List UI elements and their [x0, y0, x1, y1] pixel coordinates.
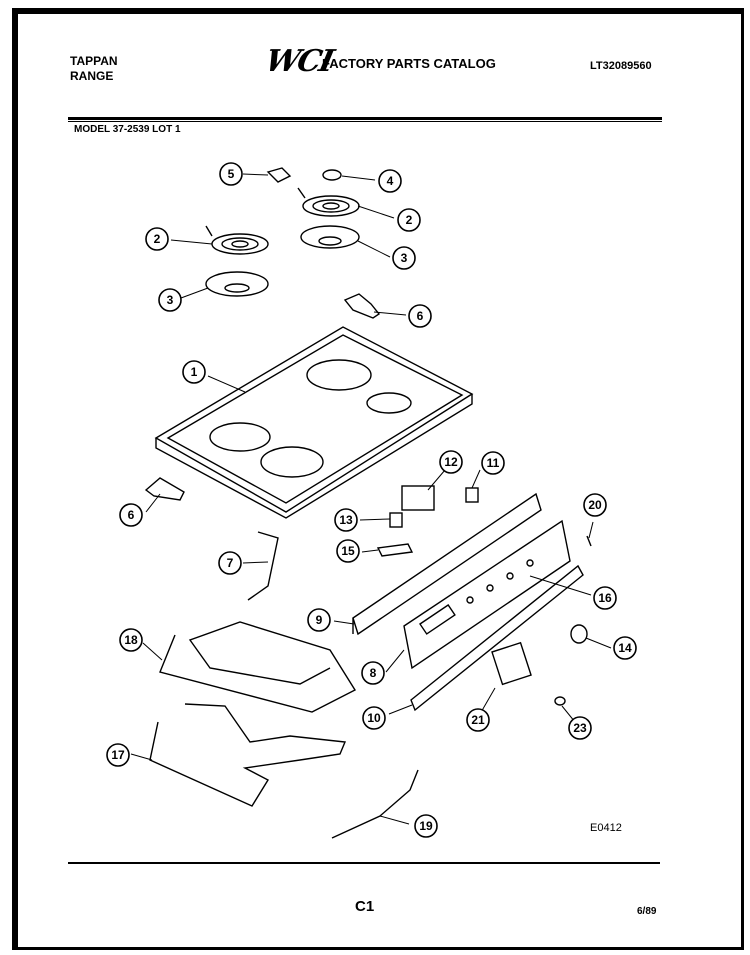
callout-15: 15 [336, 539, 360, 563]
svg-text:16: 16 [598, 591, 612, 605]
callout-6-lower: 6 [119, 503, 143, 527]
svg-text:13: 13 [339, 513, 353, 527]
callout-6-upper: 6 [408, 304, 432, 328]
svg-text:11: 11 [487, 456, 500, 470]
clip-part-23 [554, 696, 566, 706]
page-border [12, 8, 744, 950]
control-panel-back [352, 492, 542, 636]
callout-3-left: 3 [158, 288, 182, 312]
knob-part-14 [570, 624, 588, 644]
drip-pan-left [205, 271, 269, 297]
svg-text:19: 19 [419, 819, 433, 833]
callout-13: 13 [334, 508, 358, 532]
callout-1: 1 [182, 360, 206, 384]
vent-part-21 [491, 641, 532, 686]
support-rod [247, 531, 279, 601]
svg-text:21: 21 [471, 713, 485, 727]
svg-text:2: 2 [154, 232, 161, 246]
callout-5: 5 [219, 162, 243, 186]
callout-10: 10 [362, 706, 386, 730]
svg-text:15: 15 [341, 544, 355, 558]
document-id: LT32089560 [590, 60, 652, 72]
callout-23: 23 [568, 716, 592, 740]
svg-text:23: 23 [573, 721, 587, 735]
sensor-wire [331, 769, 419, 839]
svg-text:7: 7 [227, 556, 234, 570]
switch-part-13 [389, 512, 403, 528]
callout-14: 14 [613, 636, 637, 660]
print-date: 6/89 [637, 906, 657, 917]
callout-3-right: 3 [392, 246, 416, 270]
callout-17: 17 [106, 743, 130, 767]
svg-text:6: 6 [128, 508, 135, 522]
callout-18: 18 [119, 628, 143, 652]
svg-text:12: 12 [444, 455, 458, 469]
catalog-title: FACTORY PARTS CATALOG [322, 56, 496, 71]
svg-text:6: 6 [417, 309, 424, 323]
drip-pan-right [300, 225, 360, 249]
svg-text:10: 10 [367, 711, 381, 725]
callout-21: 21 [466, 708, 490, 732]
control-panel-front [403, 519, 571, 670]
trim-strip [410, 564, 584, 712]
bake-element [149, 703, 347, 807]
callout-7: 7 [218, 551, 242, 575]
cooktop-panel [154, 326, 474, 519]
page-number: C1 [355, 898, 375, 915]
svg-text:3: 3 [167, 293, 174, 307]
model-number: MODEL 37-2539 LOT 1 [74, 124, 181, 135]
leader-lines [130, 173, 612, 825]
callout-2-left: 2 [145, 227, 169, 251]
svg-text:5: 5 [228, 167, 235, 181]
callout-19: 19 [414, 814, 438, 838]
switch-part-12 [401, 485, 435, 511]
svg-text:17: 17 [111, 748, 125, 762]
surface-element-right [297, 187, 360, 217]
header-rule-bottom [68, 121, 662, 122]
brand-name: TAPPAN [70, 54, 118, 68]
broil-element [159, 621, 356, 713]
switch-part-11 [465, 487, 479, 503]
receptacle-part [266, 167, 292, 183]
bracket-part-lower [144, 477, 185, 501]
svg-text:4: 4 [387, 174, 394, 188]
knob-part [322, 169, 342, 181]
svg-text:18: 18 [124, 633, 138, 647]
svg-text:9: 9 [316, 613, 323, 627]
svg-text:8: 8 [370, 666, 377, 680]
footer-rule [68, 862, 660, 864]
callout-4: 4 [378, 169, 402, 193]
svg-text:20: 20 [588, 498, 602, 512]
callout-12: 12 [439, 450, 463, 474]
callout-16: 16 [593, 586, 617, 610]
header-rule-top [68, 117, 662, 120]
callout-8: 8 [361, 661, 385, 685]
light-part-15 [376, 543, 414, 557]
surface-element-left [205, 225, 269, 255]
callout-9: 9 [307, 608, 331, 632]
drawing-code: E0412 [590, 822, 622, 834]
svg-text:1: 1 [191, 365, 198, 379]
svg-text:3: 3 [401, 251, 408, 265]
callout-2-right: 2 [397, 208, 421, 232]
callout-11: 11 [481, 451, 505, 475]
bracket-part-upper [343, 293, 381, 319]
svg-text:14: 14 [618, 641, 632, 655]
screw-part-20 [586, 535, 592, 547]
product-type: RANGE [70, 69, 114, 83]
svg-text:2: 2 [406, 213, 413, 227]
callout-20: 20 [583, 493, 607, 517]
